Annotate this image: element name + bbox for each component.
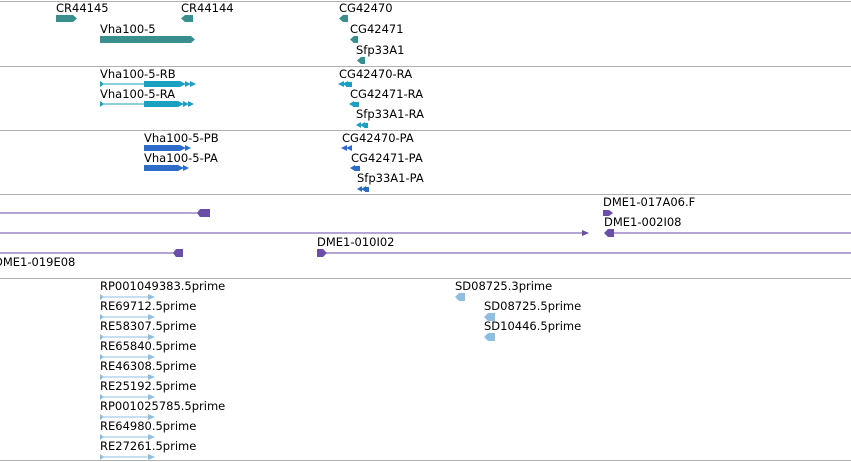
est-label[interactable]: SD08725.5prime (484, 299, 582, 313)
gene-label[interactable]: CG42471 (350, 22, 404, 36)
est-feature[interactable] (100, 293, 156, 301)
clone-label[interactable]: DME1-002I08 (604, 215, 682, 229)
est-label[interactable]: RE27261.5prime (100, 439, 197, 453)
transcript-feature-sfp33a1-ra[interactable] (356, 121, 368, 129)
track-separator (0, 278, 851, 279)
est-feature[interactable] (455, 293, 467, 301)
transcript-label[interactable]: CG42471-RA (350, 87, 424, 101)
est-label[interactable]: RP001049383.5prime (100, 279, 226, 293)
transcript-label[interactable]: Sfp33A1-RA (356, 107, 425, 121)
est-label[interactable]: RE46308.5prime (100, 359, 197, 373)
gene-label[interactable]: Vha100-5 (100, 22, 156, 36)
est-feature[interactable] (100, 333, 156, 341)
protein-label[interactable]: Vha100-5-PB (144, 131, 219, 145)
clone-label[interactable]: DME1-019E08 (0, 255, 76, 269)
transcript-feature-cg42471-ra[interactable] (349, 100, 359, 108)
gene-label[interactable]: CR44144 (181, 1, 234, 15)
gene-feature-cr44145[interactable] (56, 15, 78, 22)
clone-feature-dme1-017a06[interactable] (603, 209, 613, 217)
protein-track: Vha100-5-PB Vha100-5-PA CG42470-PA CG424… (0, 130, 851, 194)
est-feature[interactable] (100, 433, 156, 441)
est-feature[interactable] (100, 353, 156, 361)
est-label[interactable]: RE25192.5prime (100, 379, 197, 393)
est-label[interactable]: RP001025785.5prime (100, 399, 226, 413)
clone-label[interactable]: DME1-010I02 (317, 235, 395, 249)
clone-label[interactable]: DME1-017A06.F (603, 195, 696, 209)
est-track: RP001049383.5prime RE69712.5prime RE5830… (0, 278, 851, 460)
protein-label[interactable]: Sfp33A1-PA (357, 171, 424, 185)
track-separator-top (0, 1, 851, 2)
protein-feature-sfp33a1-pa[interactable] (357, 185, 369, 193)
gene-label[interactable]: Sfp33A1 (356, 43, 405, 57)
protein-feature-cg42470-pa[interactable] (341, 144, 353, 152)
protein-label[interactable]: Vha100-5-PA (144, 151, 218, 165)
est-feature[interactable] (484, 333, 496, 341)
transcript-feature-vha100-5-ra[interactable] (100, 100, 194, 108)
transcript-label[interactable]: Vha100-5-RB (100, 67, 176, 81)
track-separator-bottom (0, 460, 851, 461)
protein-feature-vha100-5-pa[interactable] (144, 164, 190, 172)
gene-feature-cr44144[interactable] (181, 15, 193, 22)
track-separator (0, 130, 851, 131)
track-separator (0, 194, 851, 195)
transcript-feature-cg42470-ra[interactable] (338, 80, 352, 88)
est-feature[interactable] (100, 393, 156, 401)
est-label[interactable]: SD10446.5prime (484, 319, 582, 333)
gene-track: CR44145 CR44144 Vha100-5 CG42470 CG42471… (0, 0, 851, 66)
clone-track: DME1-017A06.F DME1-002I08 DME1-010I02 DM… (0, 194, 851, 278)
est-feature[interactable] (100, 413, 156, 421)
track-separator (0, 66, 851, 67)
clone-feature[interactable] (0, 249, 851, 257)
clone-feature-dme1-002i08[interactable] (0, 229, 851, 237)
est-feature[interactable] (100, 313, 156, 321)
est-label[interactable]: RE64980.5prime (100, 419, 197, 433)
protein-label[interactable]: CG42470-PA (342, 131, 414, 145)
gene-label[interactable]: CG42470 (339, 1, 393, 15)
transcript-label[interactable]: CG42470-RA (339, 67, 413, 81)
est-label[interactable]: RE58307.5prime (100, 319, 197, 333)
protein-feature-cg42471-pa[interactable] (350, 164, 360, 172)
transcript-track: Vha100-5-RB Vha100-5-RA CG42470-RA CG424… (0, 66, 851, 130)
gene-feature-vha100-5[interactable] (100, 36, 196, 43)
gene-feature-cg42471[interactable] (350, 36, 358, 43)
est-label[interactable]: SD08725.3prime (455, 279, 553, 293)
transcript-label[interactable]: Vha100-5-RA (100, 87, 176, 101)
gene-label[interactable]: CR44145 (56, 1, 109, 15)
gene-feature-cg42470[interactable] (339, 15, 348, 22)
est-label[interactable]: RE69712.5prime (100, 299, 197, 313)
est-feature[interactable] (100, 373, 156, 381)
transcript-feature-vha100-5-rb[interactable] (100, 80, 196, 88)
est-label[interactable]: RE65840.5prime (100, 339, 197, 353)
clone-feature[interactable] (0, 209, 212, 217)
protein-label[interactable]: CG42471-PA (351, 151, 423, 165)
protein-feature-vha100-5-pb[interactable] (144, 144, 192, 152)
est-feature[interactable] (100, 453, 156, 461)
gene-feature-sfp33a1[interactable] (357, 57, 365, 64)
est-feature[interactable] (484, 313, 496, 321)
